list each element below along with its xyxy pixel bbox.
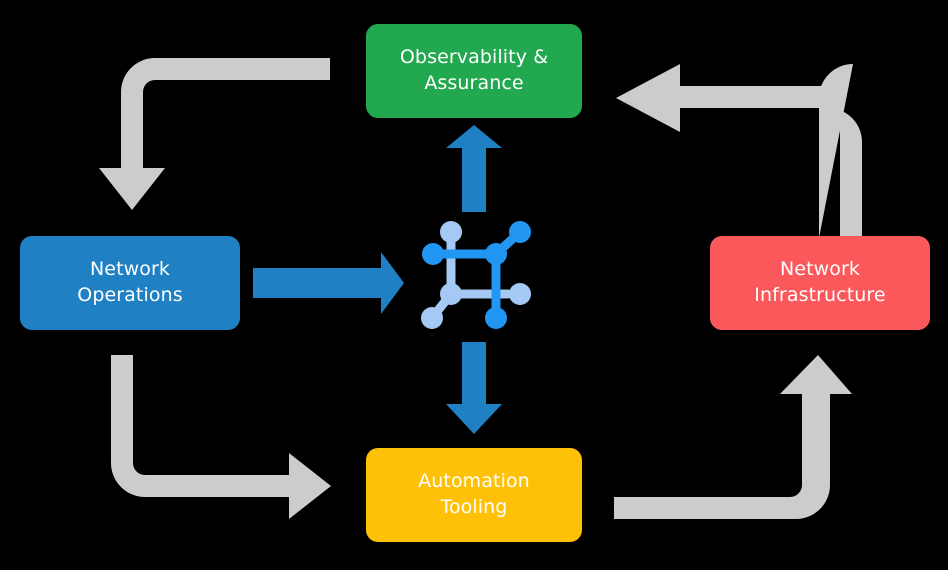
arrow-operations-to-automation	[111, 355, 331, 519]
arrow-operations-to-center	[253, 252, 404, 314]
icon-node-bottom-left	[421, 307, 443, 329]
arrow-center-to-observability	[446, 125, 502, 212]
icon-node-bottom	[485, 307, 507, 329]
network-topology-icon	[421, 221, 531, 329]
node-network-infrastructure-label: Network Infrastructure	[754, 258, 886, 306]
arrow-automation-to-infrastructure	[614, 355, 852, 519]
icon-node-top-right	[509, 221, 531, 243]
arrow-infrastructure-to-observability-body	[616, 64, 862, 238]
icon-node-left	[422, 243, 444, 265]
node-network-infrastructure[interactable]: Network Infrastructure	[710, 236, 930, 330]
node-automation-tooling-label: Automation Tooling	[418, 470, 530, 518]
node-automation-tooling[interactable]: Automation Tooling	[366, 448, 582, 542]
arrow-center-to-automation	[446, 342, 502, 434]
node-network-operations[interactable]: Network Operations	[20, 236, 240, 330]
node-observability-assurance-label: Observability & Assurance	[399, 46, 549, 94]
icon-node-middle-left	[440, 283, 462, 305]
icon-node-top-left	[440, 221, 462, 243]
node-network-operations-label: Network Operations	[77, 258, 183, 306]
node-observability-assurance[interactable]: Observability & Assurance	[366, 24, 582, 118]
icon-node-center-hub	[485, 243, 507, 265]
arrow-observability-to-operations	[99, 58, 330, 210]
icon-node-right	[509, 283, 531, 305]
